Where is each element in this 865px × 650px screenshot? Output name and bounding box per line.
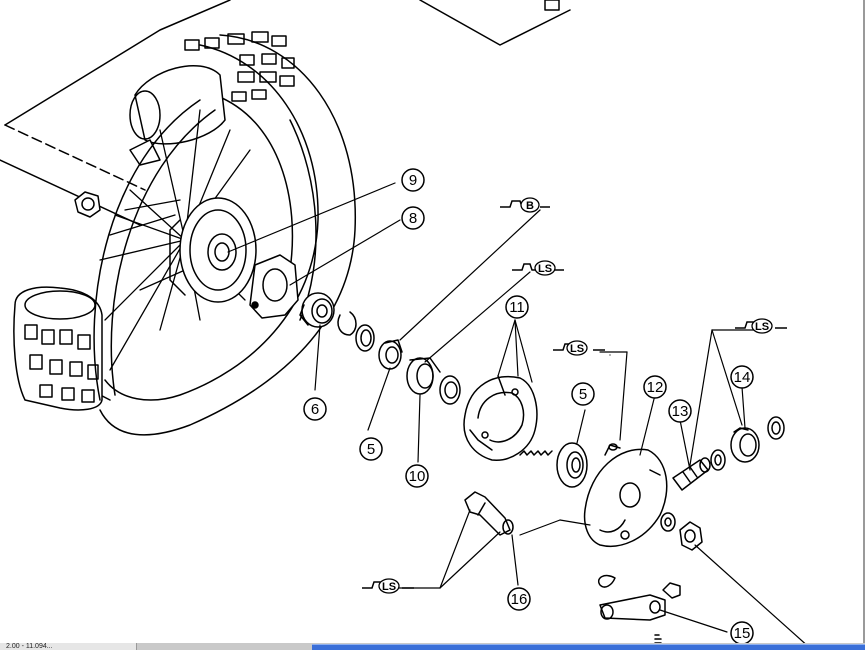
callout-number: 6 (311, 401, 319, 418)
washer-2 (439, 375, 461, 405)
callout-12: 12 (643, 375, 667, 399)
callout-15: 15 (730, 621, 754, 645)
lube-badge-label: LS (382, 581, 396, 593)
axle-nut-right (679, 521, 703, 551)
callout-13: 13 (668, 399, 692, 423)
pin (608, 443, 618, 451)
callout-number: 16 (511, 591, 528, 608)
brake-arm-15 (598, 574, 681, 644)
callout-8: 8 (401, 206, 425, 230)
brake-spring (519, 450, 553, 456)
lube-badge-label: LS (755, 321, 769, 333)
lube-badge-ls-2: LS (553, 340, 605, 356)
brake-shoes-11 (463, 375, 538, 461)
callout-5b: 5 (571, 382, 595, 406)
callout-16: 16 (507, 587, 531, 611)
bushing-14 (730, 427, 760, 463)
tire-tread-top (184, 31, 295, 102)
callout-number: 10 (409, 468, 426, 485)
taskbar-status: 2.00 - 11.094... (0, 643, 137, 650)
callout-number: 5 (367, 441, 375, 458)
rim (93, 99, 216, 401)
taskbar-window-button[interactable] (312, 644, 865, 650)
bolt-16 (464, 491, 514, 536)
window-right-border (863, 0, 865, 650)
callout-number: 14 (734, 369, 751, 386)
callout-number: 9 (409, 172, 417, 189)
lube-badge-label: LS (570, 343, 584, 355)
lube-badge-ls-1: LS (512, 260, 564, 276)
callout-5a: 5 (359, 437, 383, 461)
callout-11: 11 (505, 295, 529, 319)
washer-3 (660, 512, 676, 532)
axle-tube (129, 65, 226, 166)
callout-6: 6 (303, 397, 327, 421)
bearing-6 (299, 292, 335, 328)
washer-5 (767, 416, 785, 440)
lube-badge-ls-4: LS (362, 578, 414, 594)
lube-badge-ls-3: LS (735, 318, 787, 334)
taskbar: 2.00 - 11.094... (0, 643, 865, 650)
washer-1 (355, 324, 375, 352)
callout-number: 12 (647, 379, 664, 396)
spacer-5a (378, 339, 403, 370)
brake-panel-12 (583, 444, 668, 547)
callout-10: 10 (405, 464, 429, 488)
axle-nut-left (74, 191, 101, 218)
callout-number: 11 (509, 299, 525, 316)
circlip (337, 311, 357, 336)
top-reference-frame (0, 0, 571, 226)
callout-number: 8 (409, 210, 417, 227)
callout-9: 9 (401, 168, 425, 192)
callout-number: 13 (672, 403, 689, 420)
camshaft-13 (672, 457, 711, 491)
oil-seal-10 (406, 357, 441, 395)
tire-cross-section (13, 286, 103, 411)
bearing-5b (556, 442, 588, 488)
callout-number: 5 (579, 386, 587, 403)
hub (169, 197, 257, 303)
hub-plate (249, 254, 299, 319)
lube-badge-grease-b: B (500, 197, 550, 213)
callout-number: 15 (734, 625, 751, 642)
callout-14: 14 (730, 365, 754, 389)
lube-badge-label: B (526, 200, 534, 212)
washer-4 (710, 449, 726, 471)
lube-badge-label: LS (538, 263, 552, 275)
